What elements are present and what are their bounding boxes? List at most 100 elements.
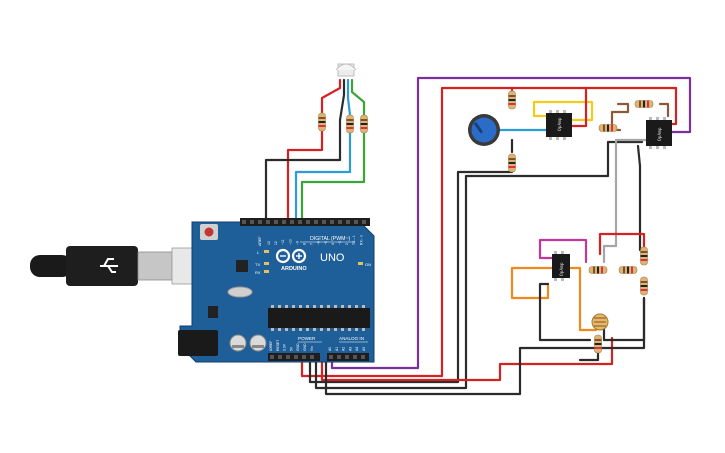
arduino-logo-icon [275,248,307,264]
resistor-mid[interactable] [598,124,618,132]
power-pin-label: 3.3V [283,343,287,351]
led-rx-label: RX [255,270,261,275]
led-tx [264,262,269,265]
chip-pin [285,305,288,308]
led-l [264,250,269,253]
rgb-led[interactable] [335,63,357,77]
wire-black-low-b[interactable] [602,296,646,342]
digital-pin-hole[interactable] [354,220,358,224]
digital-pin-hole[interactable] [306,220,310,224]
usb-chip [236,260,248,272]
analog-pin-hole[interactable] [353,355,357,359]
power-jack[interactable] [178,330,218,356]
power-pin-label: GND [296,343,300,351]
led-rx [264,270,269,273]
resistor-low-right-top[interactable] [640,246,648,266]
chip-pin [320,328,323,331]
capacitor-2 [249,334,267,352]
resistor-low-2[interactable] [618,266,638,274]
power-pin-hole[interactable] [302,355,306,359]
digital-header[interactable] [240,218,370,226]
opamp-3[interactable]: OpAmp [552,251,570,281]
chip-pin [313,305,316,308]
wire-black-top-to-low[interactable] [636,144,642,252]
power-pin-hole[interactable] [270,355,274,359]
resistor-led-green[interactable] [360,114,368,134]
digital-pin-hole[interactable] [274,220,278,224]
power-pin-label: IOREF [269,341,273,351]
wire-orange-b[interactable] [566,266,598,332]
potentiometer[interactable] [468,114,500,146]
analog-pin-hole[interactable] [329,355,333,359]
usb-icon [100,258,118,273]
resistor-led-blue[interactable] [346,114,354,134]
digital-pin-hole[interactable] [314,220,318,224]
digital-pin-hole[interactable] [290,220,294,224]
analog-pin-hole[interactable] [337,355,341,359]
chip-pin [271,305,274,308]
power-pin-hole[interactable] [310,355,314,359]
wire-black-low-a[interactable] [538,282,592,342]
chip-pin [292,328,295,331]
resistor-low-1[interactable] [588,266,608,274]
analog-pin-hole[interactable] [345,355,349,359]
capacitor-1 [229,334,247,352]
resistor-led-red[interactable] [318,112,326,132]
crystal [227,286,253,298]
resistor-low-right-bottom[interactable] [640,276,648,296]
wire-orange-a[interactable] [510,266,554,300]
wire-red-lower[interactable] [320,336,614,382]
power-pin-label: 5V [289,346,293,351]
digital-pin-hole[interactable] [322,220,326,224]
digital-pin-hole[interactable] [298,220,302,224]
wire-red-main[interactable] [300,86,678,378]
resistor-bottom[interactable] [508,153,516,173]
resistor-ldr[interactable] [594,334,602,354]
resistor-top-right[interactable] [634,100,654,108]
wire-led-black[interactable] [264,78,346,224]
wire-magenta[interactable] [538,238,588,264]
power-pin-hole[interactable] [294,355,298,359]
wire-led-green[interactable] [300,78,366,224]
wire-gray[interactable] [602,138,648,264]
digital-pin-hole[interactable] [266,220,270,224]
digital-pin-hole[interactable] [338,220,342,224]
digital-pin-hole[interactable] [242,220,246,224]
chip-pin [362,328,365,331]
wire-purple-main[interactable] [330,76,692,370]
digital-pin-hole[interactable] [362,220,366,224]
digital-pin-hole[interactable] [346,220,350,224]
power-pin-label: GND [303,343,307,351]
led-l-label: L [257,250,260,255]
analog-pin-label: A0 [328,347,332,351]
chip-pin [327,305,330,308]
opamp-2[interactable]: OpAmp [646,117,672,149]
digital-pin-hole[interactable] [258,220,262,224]
wire-black-ldr[interactable] [578,350,600,362]
power-pin-hole[interactable] [278,355,282,359]
wire-red-loop[interactable] [570,86,588,128]
analog-pin-hole[interactable] [361,355,365,359]
chip-pin [285,328,288,331]
photoresistor[interactable] [591,313,609,331]
chip-pin [327,328,330,331]
digital-pin-hole[interactable] [250,220,254,224]
wire-yellow[interactable] [532,100,594,122]
opamp-1[interactable]: OpAmp [546,110,572,140]
wire-black-b[interactable] [314,140,644,390]
wire-black-a[interactable] [308,170,514,384]
chip-pin [355,305,358,308]
resistor-top[interactable] [508,90,516,110]
led-on [358,262,363,265]
digital-pin-hole[interactable] [330,220,334,224]
digital-pin-label: 2 [345,243,349,245]
wire-led-blue[interactable] [294,78,352,224]
chip-pin [348,328,351,331]
power-pin-label: RESET [276,340,280,351]
wire-red-right[interactable] [598,232,646,256]
digital-pin-hole[interactable] [282,220,286,224]
wire-brown-right[interactable] [658,102,670,118]
power-pin-label: Vin [310,346,314,351]
power-pin-hole[interactable] [286,355,290,359]
